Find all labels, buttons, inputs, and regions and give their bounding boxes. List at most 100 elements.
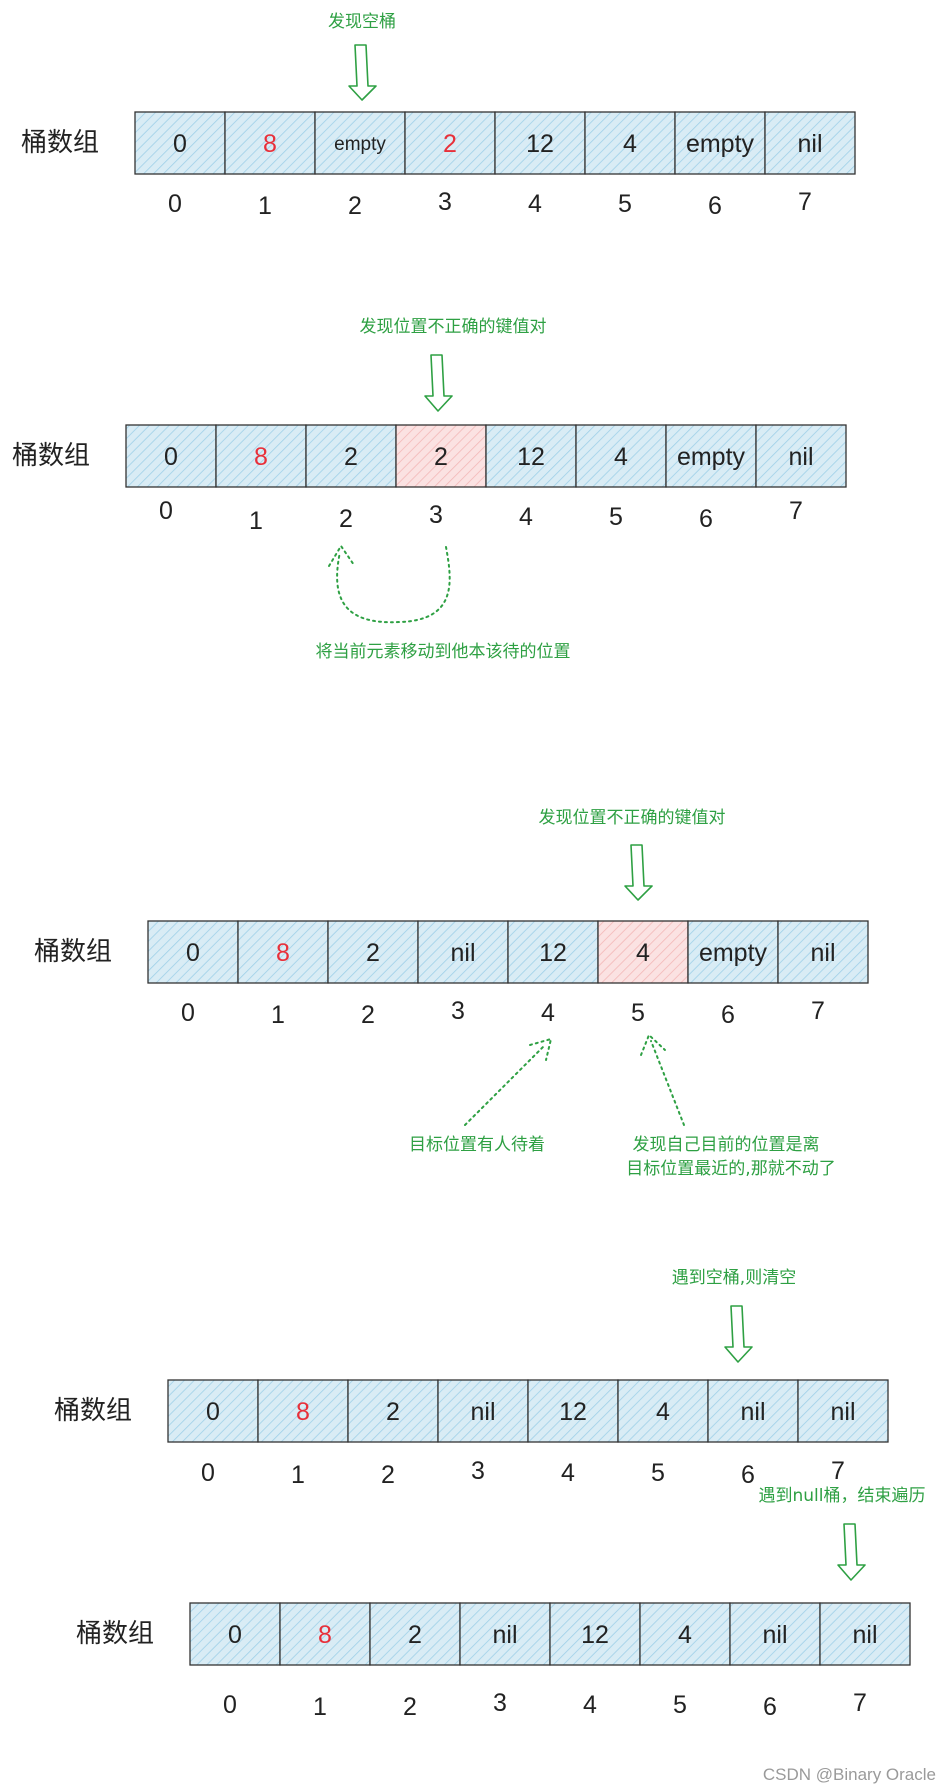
bucket-index: 4 xyxy=(583,1691,597,1719)
annotation-arrows xyxy=(348,44,866,1581)
bucket-cell xyxy=(819,1602,911,1666)
bucket-index: 3 xyxy=(451,997,465,1025)
bucket-cell xyxy=(687,920,779,984)
bucket-index: 2 xyxy=(339,505,353,533)
bucket-cell xyxy=(125,424,217,488)
bucket-cell xyxy=(494,111,586,175)
bucket-value: empty xyxy=(699,939,768,967)
bucket-index: 2 xyxy=(348,192,362,220)
bucket-value: 0 xyxy=(173,130,187,158)
bucket-cell xyxy=(369,1602,461,1666)
bucket-index: 4 xyxy=(541,999,555,1027)
bucket-cell xyxy=(395,424,487,488)
bucket-cell xyxy=(437,1379,529,1443)
bucket-index: 7 xyxy=(811,997,825,1025)
bucket-cell xyxy=(147,920,239,984)
bucket-value: 2 xyxy=(386,1398,400,1426)
bucket-value: nil xyxy=(788,443,813,471)
bucket-cell xyxy=(237,920,329,984)
annotation-notes: 发现空桶 发现位置不正确的键值对 将当前元素移动到他本该待的位置 发现位置不正确… xyxy=(316,12,926,1506)
bucket-value: 4 xyxy=(623,130,637,158)
bucket-value: empty xyxy=(686,130,755,158)
bucket-value: 0 xyxy=(186,939,200,967)
bucket-cell xyxy=(764,111,856,175)
bucket-value: 8 xyxy=(276,939,290,967)
bucket-index: 2 xyxy=(403,1693,417,1721)
note-found-misplaced-pair: 发现位置不正确的键值对 xyxy=(360,317,547,337)
bucket-value: 2 xyxy=(408,1621,422,1649)
bucket-value: nil xyxy=(492,1621,517,1649)
bucket-index: 2 xyxy=(361,1001,375,1029)
watermark: CSDN @Binary Oracle xyxy=(763,1765,936,1784)
bucket-value: 8 xyxy=(254,443,268,471)
bucket-index: 6 xyxy=(708,192,722,220)
bucket-index: 3 xyxy=(471,1457,485,1485)
bucket-value: nil xyxy=(450,939,475,967)
bucket-index: 1 xyxy=(249,507,263,535)
bucket-value: 4 xyxy=(636,939,650,967)
bucket-value: nil xyxy=(797,130,822,158)
bucket-index: 4 xyxy=(561,1459,575,1487)
bucket-value: 4 xyxy=(656,1398,670,1426)
bucket-index: 5 xyxy=(618,190,632,218)
bucket-index: 0 xyxy=(201,1459,215,1487)
bucket-value: nil xyxy=(762,1621,787,1649)
bucket-value: 0 xyxy=(164,443,178,471)
row-label: 桶数组 xyxy=(76,1619,154,1649)
bucket-cell xyxy=(755,424,847,488)
bucket-value: 12 xyxy=(526,130,554,158)
bucket-value: 2 xyxy=(344,443,358,471)
bucket-index: 4 xyxy=(528,190,542,218)
bucket-cell xyxy=(707,1379,799,1443)
bucket-index: 3 xyxy=(429,501,443,529)
bucket-value: empty xyxy=(334,134,386,155)
bucket-index: 4 xyxy=(519,503,533,531)
row-label: 桶数组 xyxy=(54,1396,132,1426)
bucket-value: 2 xyxy=(366,939,380,967)
down-arrow-icon xyxy=(837,1523,866,1581)
bucket-value: 12 xyxy=(559,1398,587,1426)
bucket-cell xyxy=(729,1602,821,1666)
bucket-index: 1 xyxy=(313,1693,327,1721)
down-arrow-icon xyxy=(348,44,377,101)
bucket-cell xyxy=(797,1379,889,1443)
row-label: 桶数组 xyxy=(21,128,99,158)
note-closest-stay-line1: 发现自己目前的位置是离 xyxy=(633,1135,820,1155)
bucket-cell xyxy=(327,920,419,984)
bucket-index: 7 xyxy=(831,1457,845,1485)
bucket-index: 6 xyxy=(763,1693,777,1721)
note-move-to-proper-slot: 将当前元素移动到他本该待的位置 xyxy=(316,642,571,662)
bucket-cell xyxy=(485,424,577,488)
bucket-cell xyxy=(417,920,509,984)
bucket-value: 12 xyxy=(517,443,545,471)
bucket-cell xyxy=(597,920,689,984)
bucket-cell xyxy=(347,1379,439,1443)
diagonal-arrow-closest xyxy=(650,1040,685,1126)
curved-move-arrowhead xyxy=(328,544,355,567)
bucket-cell xyxy=(279,1602,371,1666)
down-arrow-icon xyxy=(624,844,653,901)
bucket-index: 6 xyxy=(741,1461,755,1489)
bucket-index: 0 xyxy=(168,190,182,218)
note-empty-bucket-clear: 遇到空桶,则清空 xyxy=(672,1268,796,1288)
bucket-cell xyxy=(674,111,766,175)
bucket-cell xyxy=(527,1379,619,1443)
bucket-index: 3 xyxy=(438,188,452,216)
bucket-index: 1 xyxy=(291,1461,305,1489)
bucket-value: 4 xyxy=(614,443,628,471)
bucket-value: nil xyxy=(470,1398,495,1426)
bucket-value: 12 xyxy=(539,939,567,967)
bucket-cell xyxy=(575,424,667,488)
note-found-empty-bucket: 发现空桶 xyxy=(328,12,396,32)
down-arrow-icon xyxy=(424,354,453,412)
bucket-index: 2 xyxy=(381,1461,395,1489)
note-nil-bucket-end: 遇到null桶，结束遍历 xyxy=(759,1486,926,1506)
bucket-index: 1 xyxy=(258,192,272,220)
bucket-index: 5 xyxy=(631,999,645,1027)
